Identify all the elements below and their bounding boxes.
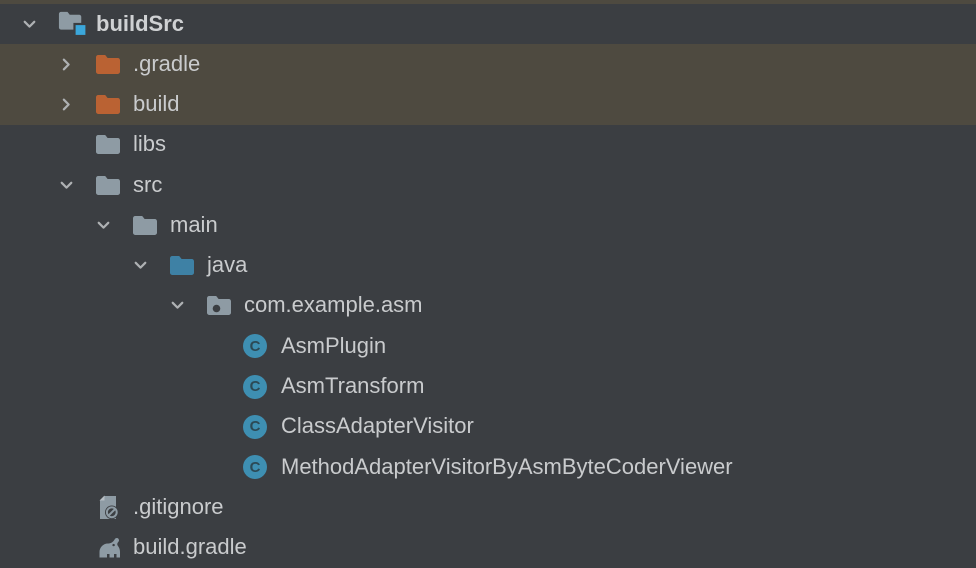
tree-item-label: .gradle [133, 50, 201, 76]
tree-row-classadaptervisitor[interactable]: C ClassAdapterVisitor [0, 407, 976, 447]
chevron-slot [166, 297, 206, 314]
chevron-slot [55, 96, 95, 113]
chevron-slot [55, 177, 95, 194]
icon-slot [95, 94, 133, 115]
icon-slot [95, 494, 133, 521]
tree-row-java[interactable]: java [0, 246, 976, 286]
chevron-right-icon[interactable] [58, 96, 75, 113]
class-icon: C [243, 455, 267, 480]
tree-item-label: main [170, 211, 218, 237]
clipped-highlighted-row [0, 0, 976, 4]
tree-row-build[interactable]: build [0, 84, 976, 125]
tree-row-gradle[interactable]: .gradle [0, 44, 976, 85]
icon-slot: C [243, 414, 281, 439]
tree-item-label: AsmTransform [281, 373, 425, 399]
icon-slot: C [243, 374, 281, 399]
excluded-folder-icon [96, 54, 120, 74]
tree-row-main[interactable]: main [0, 205, 976, 245]
icon-slot [58, 11, 96, 38]
module-folder-icon [58, 11, 88, 37]
tree-item-label: libs [133, 131, 167, 157]
tree-row-buildsrc[interactable]: buildSrc [0, 4, 976, 44]
icon-slot [169, 255, 207, 276]
icon-slot [95, 535, 133, 560]
chevron-slot [129, 257, 169, 274]
chevron-down-icon[interactable] [132, 257, 149, 274]
folder-icon [96, 175, 120, 195]
chevron-slot [92, 217, 132, 234]
icon-slot [95, 134, 133, 155]
chevron-down-icon[interactable] [95, 217, 112, 234]
tree-item-label: build [133, 91, 180, 117]
tree-item-label: src [133, 171, 163, 197]
excluded-folder-icon [96, 95, 120, 115]
tree-row-gitignore[interactable]: .gitignore [0, 487, 976, 527]
chevron-down-icon[interactable] [169, 297, 186, 314]
icon-slot [206, 295, 244, 316]
folder-icon [96, 135, 120, 155]
chevron-down-icon[interactable] [21, 16, 38, 33]
tree-item-label: MethodAdapterVisitorByAsmByteCoderViewer [281, 453, 733, 479]
class-icon: C [243, 374, 267, 399]
gradle-file-icon [99, 538, 120, 558]
tree-row-com-example-asm[interactable]: com.example.asm [0, 286, 976, 326]
icon-slot: C [243, 455, 281, 480]
icon-slot: C [243, 334, 281, 359]
chevron-down-icon[interactable] [58, 177, 75, 194]
tree-row-asmplugin[interactable]: C AsmPlugin [0, 326, 976, 366]
folder-icon [133, 215, 157, 235]
chevron-slot [55, 56, 95, 73]
tree-row-build-gradle[interactable]: build.gradle [0, 527, 976, 567]
chevron-right-icon[interactable] [58, 56, 75, 73]
tree-item-label: ClassAdapterVisitor [281, 413, 474, 439]
tree-item-label: AsmPlugin [281, 332, 387, 358]
icon-slot [95, 175, 133, 196]
source-folder-icon [170, 256, 194, 276]
tree-item-label: java [207, 252, 248, 278]
package-icon [207, 296, 231, 316]
tree-item-label: .gitignore [133, 493, 224, 519]
tree-item-label: buildSrc [96, 10, 185, 36]
tree-row-libs[interactable]: libs [0, 125, 976, 165]
tree-row-methodadaptervisitorbyasmbytecoderviewer[interactable]: C MethodAdapterVisitorByAsmByteCoderViewe… [0, 447, 976, 487]
tree-row-asmtransform[interactable]: C AsmTransform [0, 366, 976, 406]
tree-row-src[interactable]: src [0, 165, 976, 205]
chevron-slot [18, 16, 58, 33]
class-icon: C [243, 334, 267, 359]
icon-slot [132, 215, 170, 236]
gitignore-file-icon [99, 495, 119, 519]
tree-item-label: build.gradle [133, 534, 247, 560]
icon-slot [95, 54, 133, 75]
class-icon: C [243, 414, 267, 439]
tree-item-label: com.example.asm [244, 292, 423, 318]
